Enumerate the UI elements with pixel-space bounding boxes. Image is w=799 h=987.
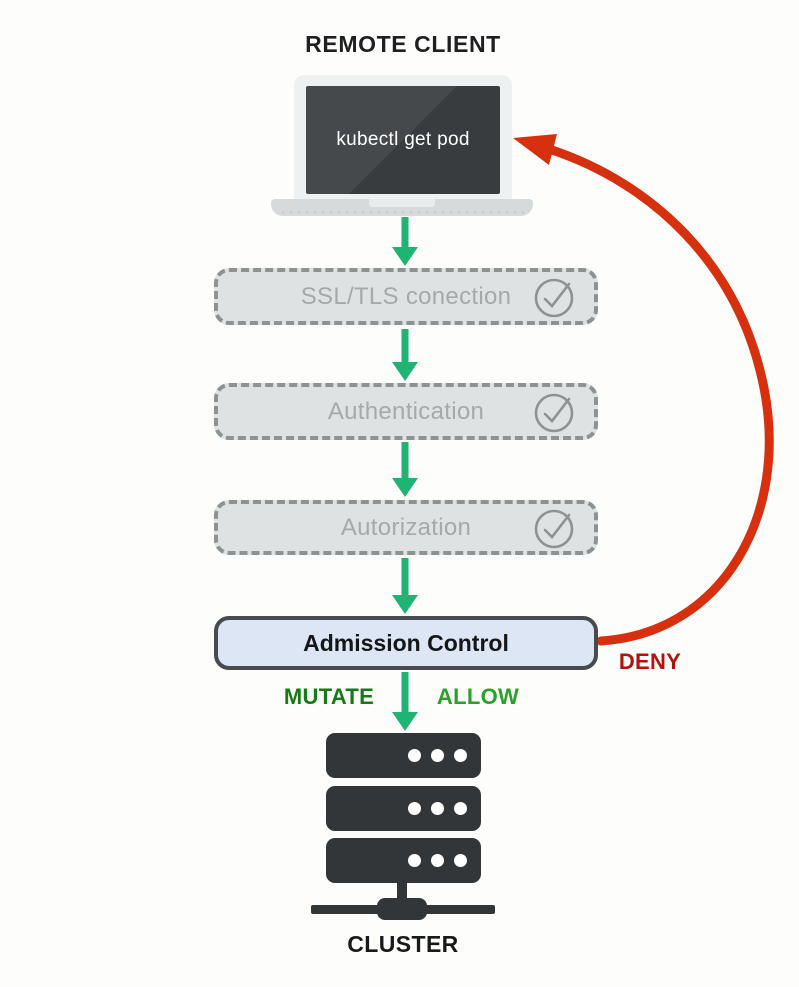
autorization-label: Autorization (340, 513, 472, 541)
check-circle-icon (534, 278, 574, 317)
server-led-dot (454, 749, 467, 762)
deny-label: DENY (618, 649, 682, 674)
laptop-base (271, 199, 533, 216)
autorization-box: Autorization (214, 500, 598, 555)
check-circle-icon (534, 393, 574, 432)
check-circle-icon (534, 509, 574, 548)
kubectl-command-text: kubectl get pod (336, 129, 470, 150)
mutate-label: MUTATE (283, 684, 375, 709)
ssl-tls-connection-label: SSL/TLS conection (300, 282, 512, 310)
laptop-lid: kubectl get pod (294, 75, 512, 201)
admission-control-box: Admission Control (214, 616, 598, 670)
server-rack-unit (326, 838, 481, 883)
remote-client-title: REMOTE CLIENT (305, 31, 501, 57)
admission-control-label: Admission Control (303, 629, 509, 656)
server-led-dot (431, 854, 444, 867)
network-hub-node (377, 898, 427, 920)
authentication-box: Authentication (214, 383, 598, 440)
network-stem (397, 882, 407, 907)
laptop-screen: kubectl get pod (306, 86, 500, 194)
server-led-dot (408, 802, 421, 815)
server-led-dot (454, 854, 467, 867)
flow-arrow-client-to-ssl (392, 217, 418, 266)
server-led-dot (408, 854, 421, 867)
server-led-dot (431, 749, 444, 762)
ssl-tls-connection-box: SSL/TLS conection (214, 268, 598, 325)
server-rack-unit (326, 733, 481, 778)
flow-arrow-ssl-to-authentication (392, 329, 418, 381)
flow-arrow-autorization-to-admission (392, 558, 418, 614)
flow-arrow-admission-to-cluster (392, 672, 418, 731)
server-led-dot (431, 802, 444, 815)
authentication-label: Authentication (327, 397, 485, 425)
laptop-trackpad-notch (369, 199, 435, 207)
server-rack-unit (326, 786, 481, 831)
cluster-label: CLUSTER (347, 931, 459, 957)
server-led-dot (454, 802, 467, 815)
allow-label: ALLOW (436, 684, 520, 709)
laptop-icon: kubectl get pod (271, 75, 533, 217)
flow-arrow-authentication-to-autorization (392, 442, 418, 497)
server-led-dot (408, 749, 421, 762)
